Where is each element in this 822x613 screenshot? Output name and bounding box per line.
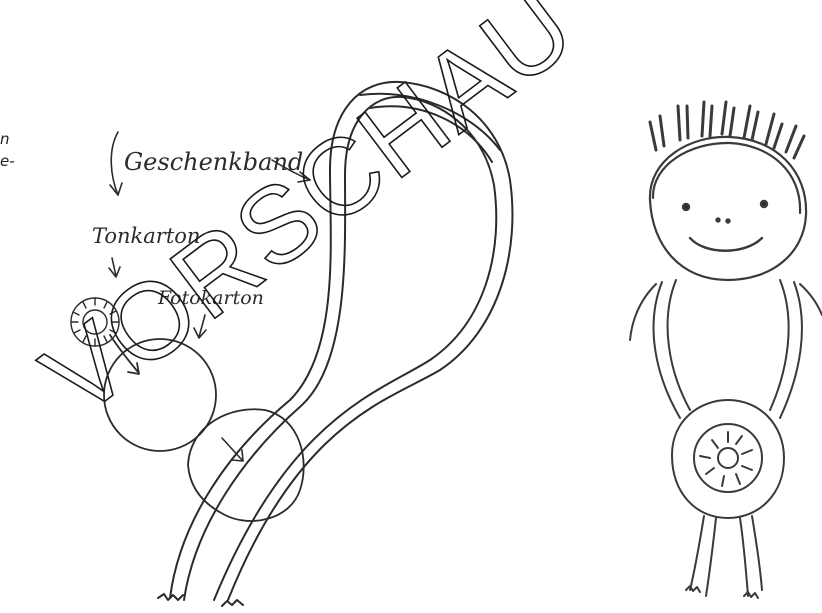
ribbon-tails [686,516,762,598]
hair-strokes [650,102,804,158]
finished-figure [630,102,822,598]
rosette-medal [672,400,784,518]
head [650,137,806,280]
label-bracket [110,132,122,195]
body-ribbons [630,280,822,418]
face [683,201,767,251]
